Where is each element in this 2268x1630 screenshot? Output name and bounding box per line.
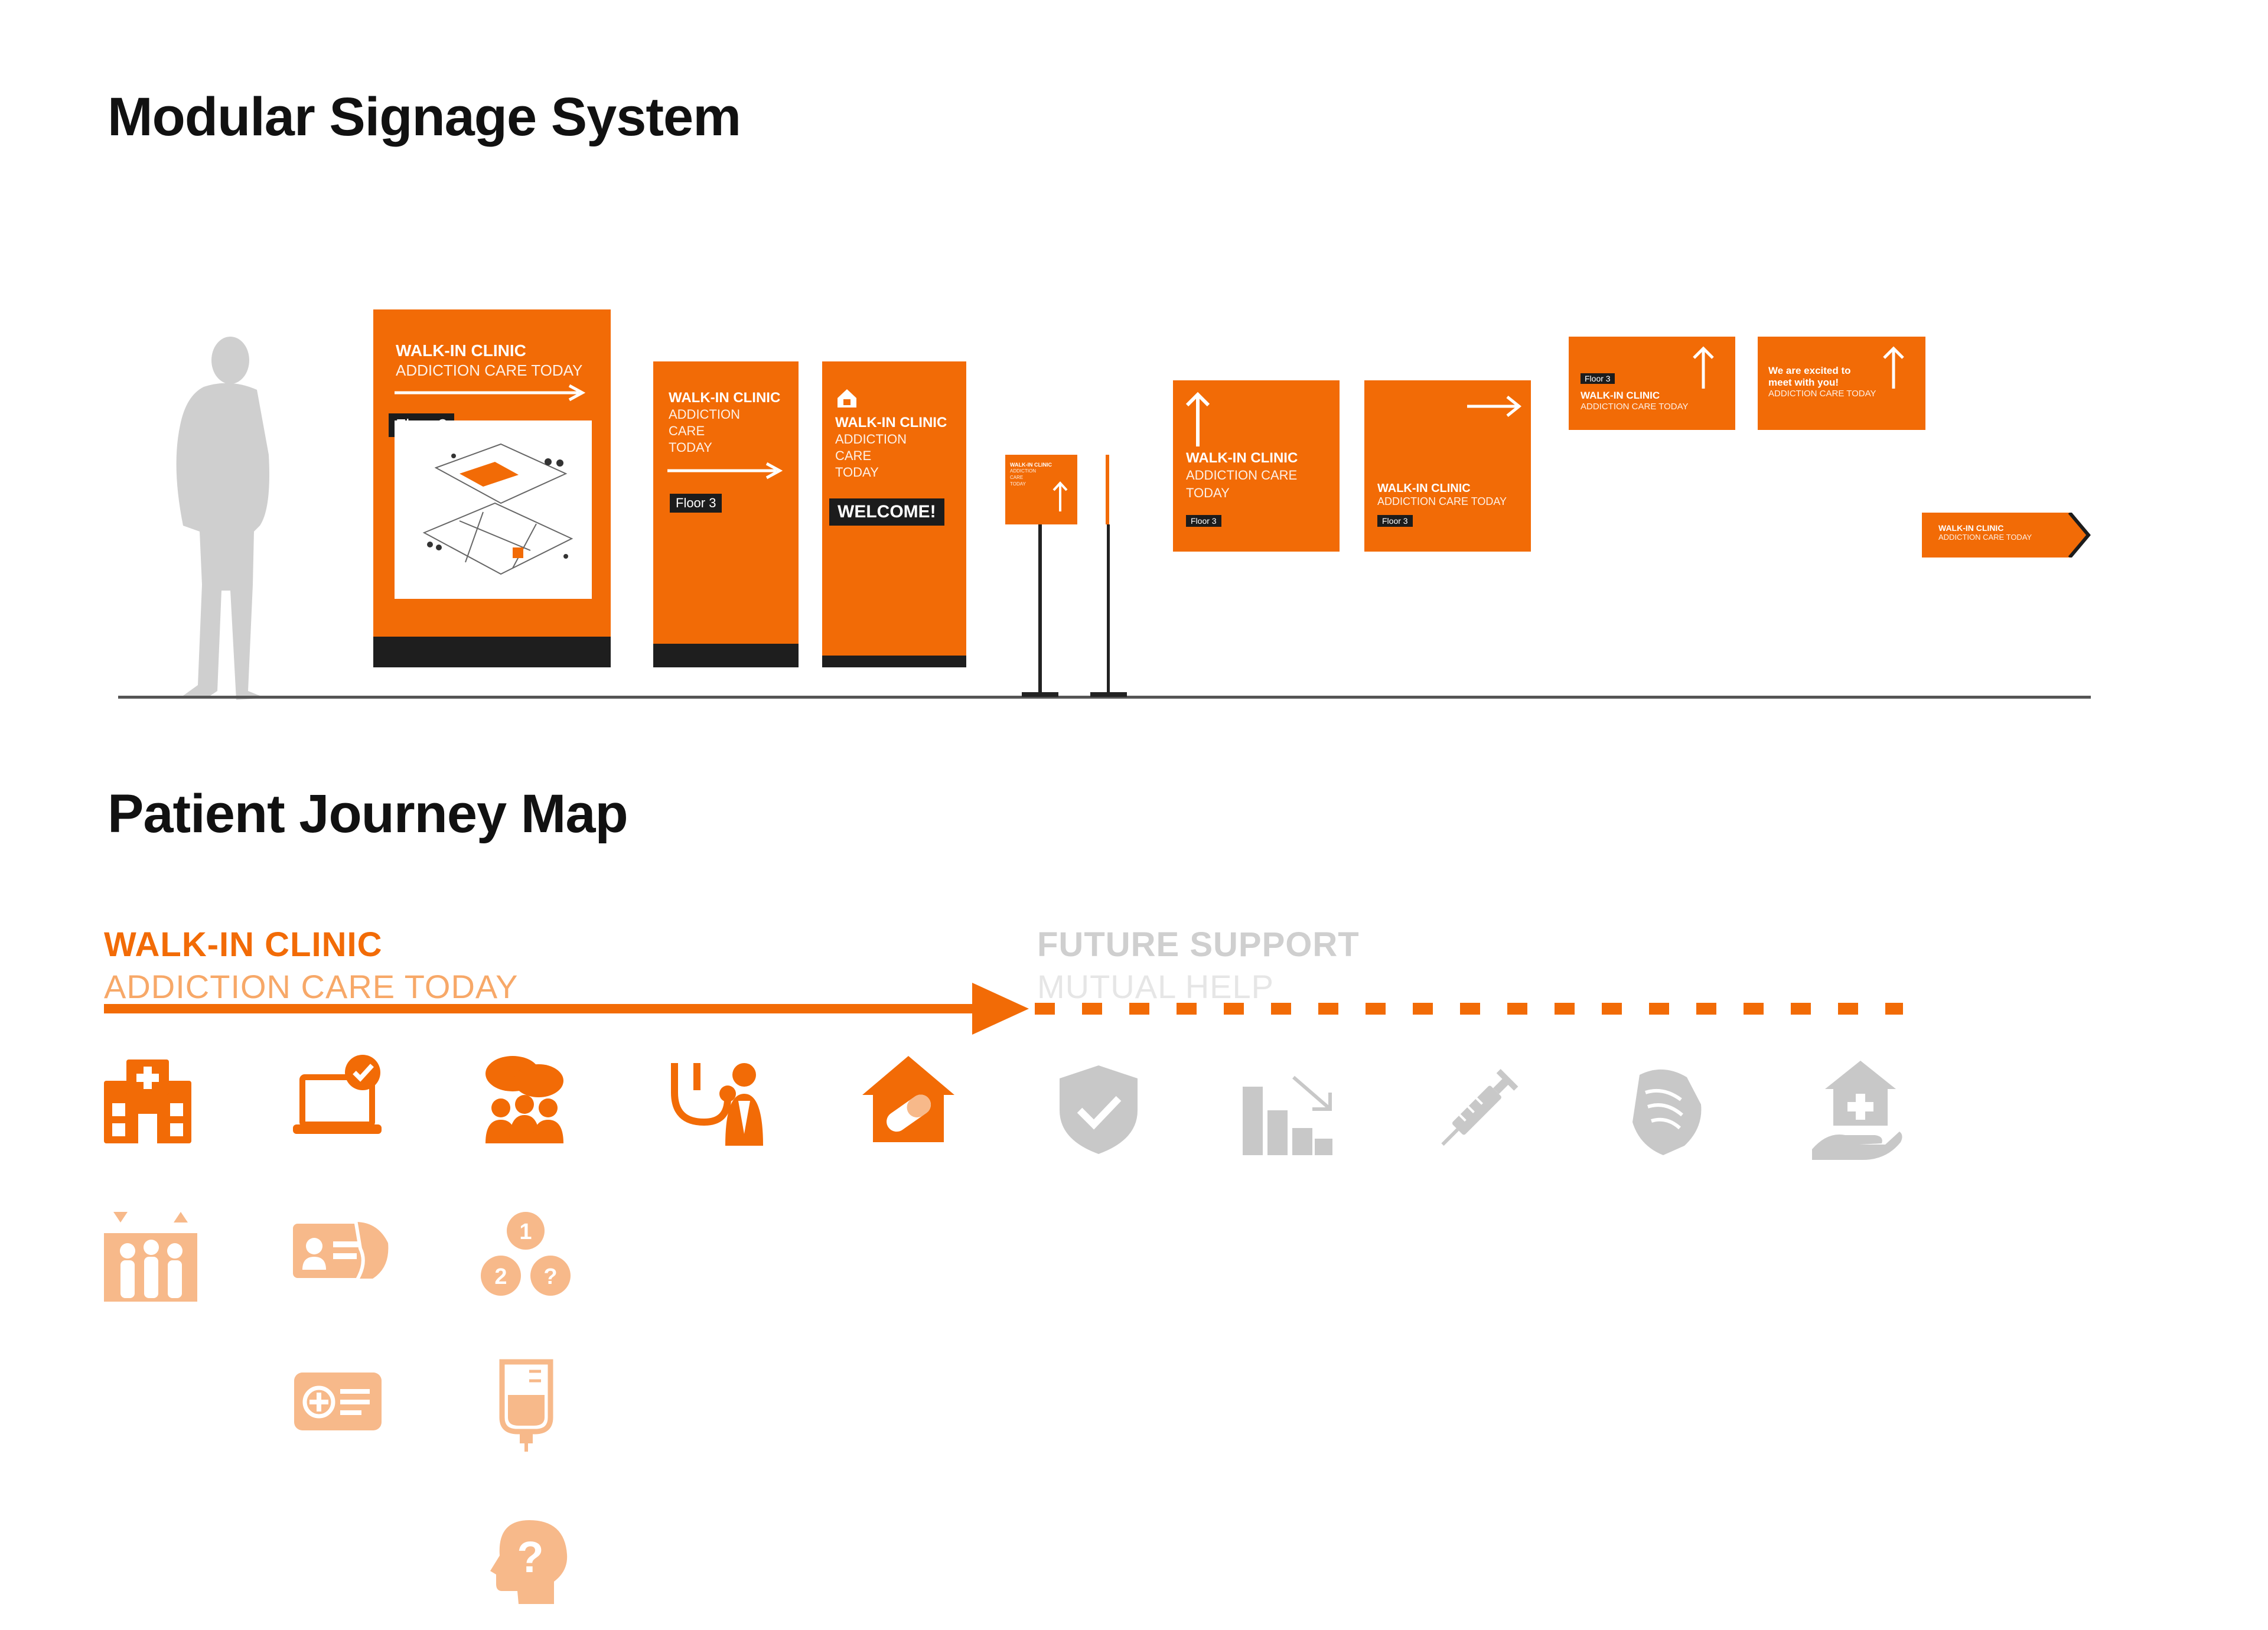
home-pill-icon: [862, 1056, 954, 1142]
sign-subtitle-line: TODAY: [1010, 481, 1026, 487]
sign-subtitle-line: ADDICTION: [1010, 468, 1036, 474]
sign-title: WALK-IN CLINIC: [669, 390, 781, 406]
svg-text:?: ?: [517, 1533, 543, 1582]
id-card-hand-icon: [293, 1218, 392, 1282]
greeting-line: We are excited to: [1768, 365, 1851, 376]
shield-check-icon: [1060, 1065, 1138, 1154]
signage-heading: Modular Signage System: [107, 87, 741, 147]
arrow-up-icon: [1052, 481, 1068, 511]
sign-title: WALK-IN CLINIC: [1581, 390, 1660, 401]
sign-pole: [1038, 524, 1042, 696]
arrow-up-icon: [1883, 346, 1904, 389]
sign-title: WALK-IN CLINIC: [835, 415, 947, 431]
handshake-icon: [1632, 1069, 1702, 1155]
head-question-icon: ?: [490, 1520, 568, 1604]
sign-subtitle-line: ADDICTION: [669, 407, 740, 422]
hospital-icon: [104, 1060, 191, 1143]
arrow-up-icon: [1185, 392, 1210, 446]
totem-sign-map: WALK-IN CLINIC ADDICTION CARE TODAY Floo…: [373, 309, 611, 667]
journey-progress-arrow: [104, 983, 1903, 1035]
sign-title: WALK-IN CLINIC: [1377, 482, 1471, 495]
journey-heading: Patient Journey Map: [107, 784, 628, 844]
syringe-icon: [1441, 1068, 1518, 1146]
totem-sign-welcome: WALK-IN CLINIC ADDICTION CARE TODAY WELC…: [822, 361, 966, 667]
greeting-line: meet with you!: [1768, 377, 1839, 388]
hanging-sign-floor: Floor 3 WALK-IN CLINIC ADDICTION CARE TO…: [1569, 337, 1735, 430]
sign-subtitle-line: CARE: [669, 423, 705, 438]
iv-bag-icon: [499, 1359, 553, 1452]
sign-subtitle: ADDICTION CARE TODAY: [1938, 533, 2032, 542]
home-icon: [838, 389, 856, 407]
sign-subtitle-line: TODAY: [669, 440, 712, 455]
stethoscope-doctor-icon: [671, 1063, 763, 1146]
sign-title: WALK-IN CLINIC: [1186, 450, 1298, 466]
welcome-tag: WELCOME!: [829, 498, 944, 526]
svg-text:2: 2: [494, 1264, 507, 1289]
journey-future-subtitle: MUTUAL HELP: [1037, 968, 1275, 1005]
group-chat-icon: [485, 1056, 563, 1143]
sign-subtitle: ADDICTION CARE TODAY: [1377, 495, 1507, 507]
svg-text:1: 1: [519, 1220, 532, 1244]
sign-subtitle-line: TODAY: [835, 465, 879, 480]
sign-subtitle-line: CARE: [1010, 475, 1024, 480]
floor-tag: Floor 3: [670, 494, 722, 513]
laptop-check-icon: [293, 1055, 382, 1134]
sign-subtitle: ADDICTION CARE TODAY: [1581, 402, 1689, 412]
arrow-right-icon: [667, 462, 783, 480]
arrow-right-icon: [395, 384, 586, 402]
sign-pole: [1107, 524, 1110, 696]
journey-future-title: FUTURE SUPPORT: [1037, 925, 1360, 964]
arrow-up-icon: [1693, 346, 1714, 389]
hanging-sign-greeting: We are excited to meet with you! ADDICTI…: [1758, 337, 1925, 430]
numbered-steps-icon: 1 2 ?: [481, 1212, 571, 1296]
sign-title: WALK-IN CLINIC: [396, 341, 526, 360]
wall-sign-right: WALK-IN CLINIC ADDICTION CARE TODAY Floo…: [1364, 380, 1531, 552]
floor-tag: Floor 3: [1581, 373, 1615, 384]
totem-sign-narrow: WALK-IN CLINIC ADDICTION CARE TODAY Floo…: [653, 361, 799, 667]
floor-map: [395, 420, 592, 599]
family-icon: [104, 1212, 197, 1302]
sign-subtitle-line: TODAY: [1186, 485, 1230, 500]
sign-base: [653, 644, 799, 667]
arrow-sign-text: WALK-IN CLINIC ADDICTION CARE TODAY: [1938, 523, 2032, 542]
decline-chart-icon: [1243, 1075, 1332, 1155]
sign-base: [822, 656, 966, 667]
pole-sign-small: WALK-IN CLINIC ADDICTION CARE TODAY: [1005, 455, 1077, 524]
sign-subtitle: ADDICTION CARE TODAY: [1768, 389, 1876, 399]
sign-subtitle: ADDICTION CARE TODAY: [396, 361, 583, 379]
floor-tag: Floor 3: [1377, 515, 1413, 527]
arrow-right-icon: [1467, 396, 1521, 417]
hand-home-icon: [1812, 1061, 1902, 1160]
sign-title: WALK-IN CLINIC: [1010, 462, 1052, 468]
svg-text:?: ?: [543, 1264, 557, 1289]
journey-current-subtitle: ADDICTION CARE TODAY: [104, 968, 519, 1005]
blade-sign-edge: [1106, 455, 1109, 524]
sign-title: WALK-IN CLINIC: [1938, 523, 2004, 533]
ground-line: [118, 696, 2091, 699]
sign-base: [373, 637, 611, 667]
arrow-shaped-sign: [1922, 513, 2091, 558]
pole-foot: [1090, 692, 1127, 697]
human-silhouette: [176, 337, 269, 700]
pole-foot: [1022, 692, 1058, 697]
wall-sign-up: WALK-IN CLINIC ADDICTION CARE TODAY Floo…: [1173, 380, 1340, 552]
floor-tag: Floor 3: [1186, 515, 1221, 527]
sign-subtitle-line: ADDICTION CARE: [1186, 468, 1298, 483]
insurance-card-icon: [294, 1373, 382, 1430]
sign-subtitle-line: ADDICTION: [835, 432, 907, 446]
journey-current-title: WALK-IN CLINIC: [104, 925, 383, 964]
sign-subtitle-line: CARE: [835, 448, 872, 463]
